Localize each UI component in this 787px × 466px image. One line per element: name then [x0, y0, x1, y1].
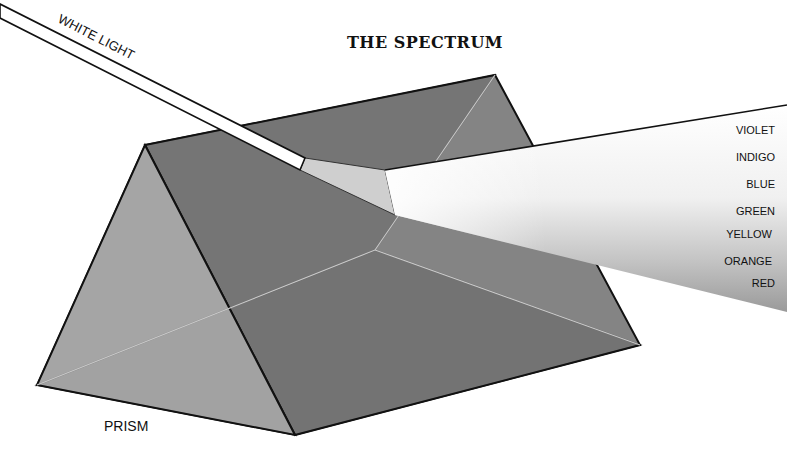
spectrum-fan [385, 105, 787, 312]
white-light-beam [0, 4, 305, 170]
color-label: INDIGO [736, 151, 775, 164]
diagram-title: THE SPECTRUM [347, 34, 503, 52]
color-label: GREEN [736, 205, 775, 218]
spectrum-edge [385, 105, 787, 170]
refracted-ray [300, 158, 395, 215]
color-label: VIOLET [736, 124, 775, 137]
color-label: BLUE [746, 178, 775, 191]
spectrum-fan-glow [385, 105, 787, 312]
color-label: ORANGE [724, 255, 772, 268]
color-label: YELLOW [726, 228, 772, 241]
prism-front-face [37, 145, 295, 435]
part-label: PRISM [104, 418, 148, 434]
color-label: RED [752, 277, 775, 290]
